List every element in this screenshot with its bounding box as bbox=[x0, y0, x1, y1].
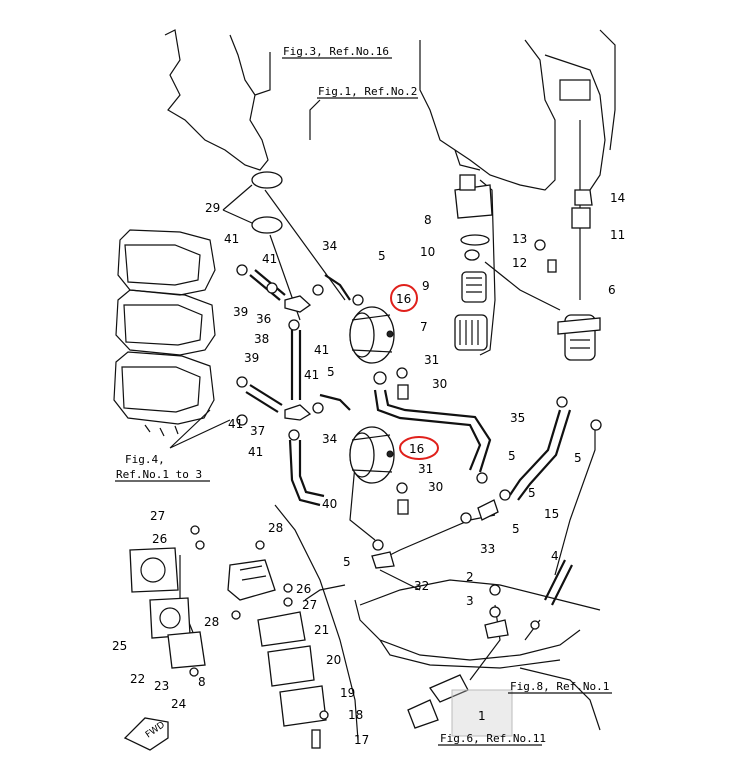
part-number-31a: 31 bbox=[424, 353, 439, 367]
part-number-18: 18 bbox=[348, 708, 363, 722]
gasket-29-lower bbox=[251, 216, 283, 234]
part-number-24: 24 bbox=[171, 697, 186, 711]
part-number-16a: 16 bbox=[396, 292, 411, 306]
part-number-34b: 34 bbox=[322, 432, 337, 446]
part-number-33: 33 bbox=[480, 542, 495, 556]
part-number-3: 3 bbox=[466, 594, 474, 608]
part-number-22: 22 bbox=[130, 672, 145, 686]
primer-pump-parts bbox=[129, 525, 329, 749]
engine-outline-top bbox=[164, 29, 616, 191]
part-number-26b: 26 bbox=[296, 582, 311, 596]
fuel-lines bbox=[169, 52, 596, 741]
part-number-5g: 5 bbox=[343, 555, 351, 569]
part-number-41b: 41 bbox=[262, 252, 277, 266]
ref-fig1: Fig.1, Ref.No.2 bbox=[318, 85, 417, 98]
part-number-16b: 16 bbox=[409, 442, 424, 456]
part-number-39b: 39 bbox=[244, 351, 259, 365]
part-number-5c: 5 bbox=[508, 449, 516, 463]
fuel-pump-lower bbox=[349, 426, 395, 484]
part-number-38: 38 bbox=[254, 332, 269, 346]
part-number-26a: 26 bbox=[152, 532, 167, 546]
part-number-32: 32 bbox=[414, 579, 429, 593]
part-16-highlights bbox=[390, 284, 439, 460]
part-number-36: 36 bbox=[256, 312, 271, 326]
fuel-pump-upper bbox=[349, 306, 395, 364]
ref-fig4-line2: Ref.No.1 to 3 bbox=[116, 468, 202, 481]
part-number-28a: 28 bbox=[268, 521, 283, 535]
part-number-5f: 5 bbox=[512, 522, 520, 536]
part-number-5d: 5 bbox=[528, 486, 536, 500]
part-number-19: 19 bbox=[340, 686, 355, 700]
part-number-12: 12 bbox=[512, 256, 527, 270]
part-number-5b: 5 bbox=[327, 365, 335, 379]
part-number-14: 14 bbox=[610, 191, 625, 205]
part-number-6: 6 bbox=[608, 283, 616, 297]
highlight-box bbox=[451, 689, 513, 737]
part-number-30a: 30 bbox=[432, 377, 447, 391]
part-number-8: 8 bbox=[424, 213, 432, 227]
part-number-13: 13 bbox=[512, 232, 527, 246]
part-number-4: 4 bbox=[551, 549, 559, 563]
part-number-20: 20 bbox=[326, 653, 341, 667]
fuel-filter-right bbox=[534, 189, 601, 361]
fuel-filter-assembly bbox=[454, 174, 493, 351]
part-number-41c: 41 bbox=[314, 343, 329, 357]
ref-fig3: Fig.3, Ref.No.16 bbox=[283, 45, 389, 58]
carburetor-stack bbox=[113, 229, 216, 437]
part-number-17: 17 bbox=[354, 733, 369, 747]
part-number-34a: 34 bbox=[322, 239, 337, 253]
ref-fig4-line1: Fig.4, bbox=[125, 453, 165, 466]
part-number-41e: 41 bbox=[228, 417, 243, 431]
part-number-23: 23 bbox=[154, 679, 169, 693]
engine-outline-bottom bbox=[354, 579, 601, 731]
part-number-40: 40 bbox=[322, 497, 337, 511]
part-number-7: 7 bbox=[420, 320, 428, 334]
part-number-41a: 41 bbox=[224, 232, 239, 246]
part-number-11: 11 bbox=[610, 228, 625, 242]
part-number-8b: 8 bbox=[198, 675, 206, 689]
part-number-27b: 27 bbox=[302, 598, 317, 612]
part-number-2: 2 bbox=[466, 570, 474, 584]
part-number-5a: 5 bbox=[378, 249, 386, 263]
part-number-29: 29 bbox=[205, 201, 220, 215]
part-number-35: 35 bbox=[510, 411, 525, 425]
part-number-28b: 28 bbox=[204, 615, 219, 629]
part-number-30b: 30 bbox=[428, 480, 443, 494]
gasket-29-upper bbox=[251, 171, 283, 189]
part-number-1: 1 bbox=[478, 709, 486, 723]
part-number-39a: 39 bbox=[233, 305, 248, 319]
part-16-circle-upper bbox=[390, 284, 418, 312]
part-number-15: 15 bbox=[544, 507, 559, 521]
ref-fig6: Fig.6, Ref.No.11 bbox=[440, 732, 546, 745]
part-number-27a: 27 bbox=[150, 509, 165, 523]
part-number-41d: 41 bbox=[304, 368, 319, 382]
part-16-circle-lower bbox=[399, 436, 439, 460]
ref-fig8: Fig.8, Ref.No.1 bbox=[510, 680, 609, 693]
part-number-37: 37 bbox=[250, 424, 265, 438]
part-number-5e: 5 bbox=[574, 451, 582, 465]
part-number-25: 25 bbox=[112, 639, 127, 653]
reference-labels: Fig.3, Ref.No.16 Fig.1, Ref.No.2 Fig.4, … bbox=[115, 45, 612, 746]
part-number-21: 21 bbox=[314, 623, 329, 637]
part-number-9: 9 bbox=[422, 279, 430, 293]
part-number-31b: 31 bbox=[418, 462, 433, 476]
fwd-arrow: FWD bbox=[123, 717, 169, 751]
part-number-41f: 41 bbox=[248, 445, 263, 459]
part-number-10: 10 bbox=[420, 245, 435, 259]
